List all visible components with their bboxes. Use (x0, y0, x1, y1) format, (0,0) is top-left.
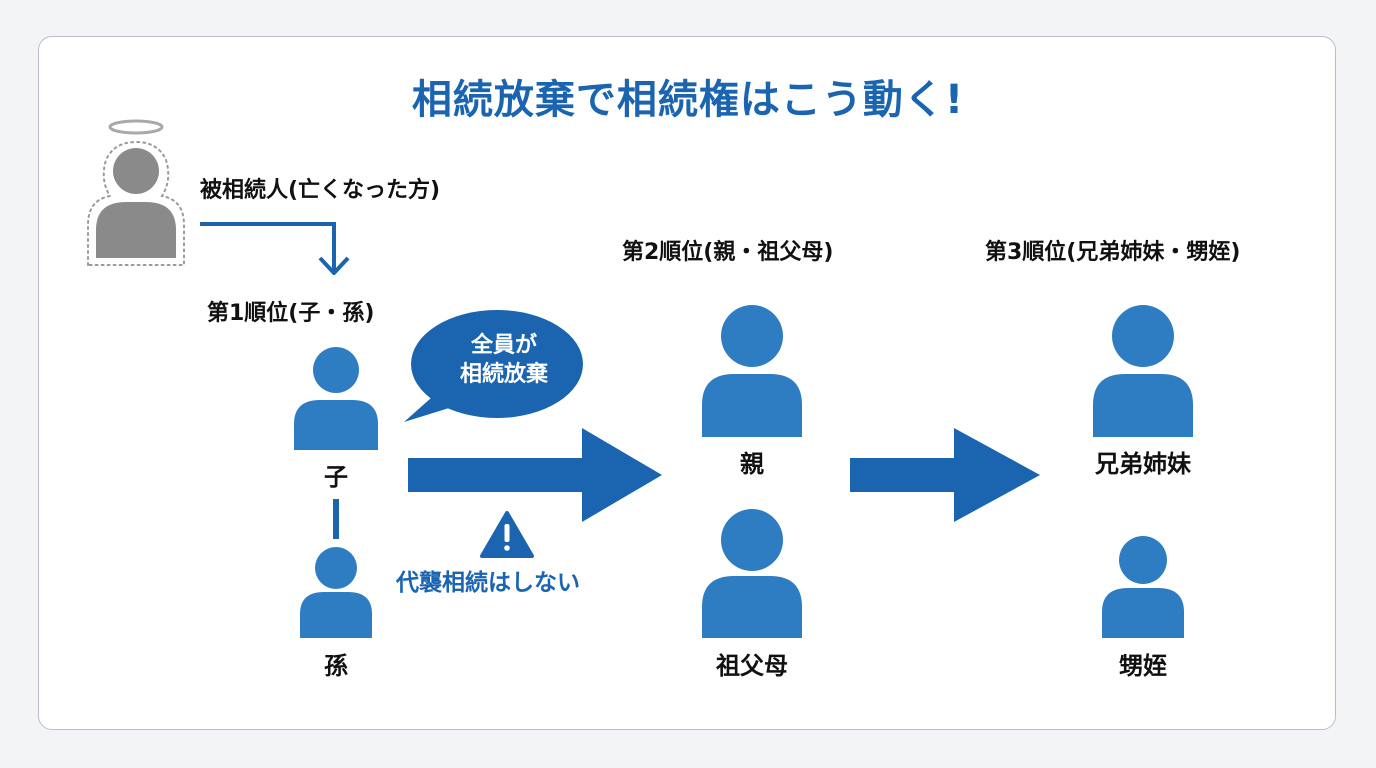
decedent-dotted-outline (87, 140, 185, 266)
warning-text: 代襲相続はしない (396, 570, 580, 596)
decedent-body (96, 202, 176, 258)
child-label: 子 (324, 463, 348, 491)
decedent-figure (87, 119, 185, 266)
person-grandparent-icon (702, 509, 802, 638)
nephew-niece-label: 甥姪 (1119, 652, 1167, 680)
person-nephew-niece-icon (1102, 536, 1184, 638)
halo-icon (108, 119, 164, 135)
warning-triangle-icon (480, 511, 534, 558)
person-sibling-icon (1093, 305, 1193, 437)
person-parent-icon (702, 305, 802, 437)
rank1-label: 第1順位(子・孫) (207, 301, 375, 326)
parent-label: 親 (740, 450, 764, 478)
decedent-label: 被相続人(亡くなった方) (200, 178, 441, 203)
rank3-label: 第3順位(兄弟姉妹・甥姪) (985, 240, 1241, 265)
bubble-text: 全員が 相続放棄 (420, 331, 588, 389)
child-grandchild-connector (333, 499, 339, 539)
diagram-title: 相続放棄で相続権はこう動く! (411, 77, 965, 123)
grandchild-label: 孫 (324, 652, 348, 680)
grandparent-label: 祖父母 (716, 652, 788, 680)
person-child-icon (294, 347, 378, 450)
rank1-to-rank2-arrow (408, 428, 662, 522)
decedent-head (113, 148, 159, 194)
speech-bubble (404, 310, 583, 422)
bubble-line-1: 全員が (470, 333, 537, 358)
person-grandchild-icon (300, 547, 372, 638)
decedent-to-rank1-arrow (200, 222, 350, 275)
rank2-label: 第2順位(親・祖父母) (622, 240, 834, 265)
rank2-to-rank3-arrow (850, 428, 1040, 522)
bubble-line-2: 相続放棄 (459, 362, 548, 387)
sibling-label: 兄弟姉妹 (1095, 450, 1191, 478)
